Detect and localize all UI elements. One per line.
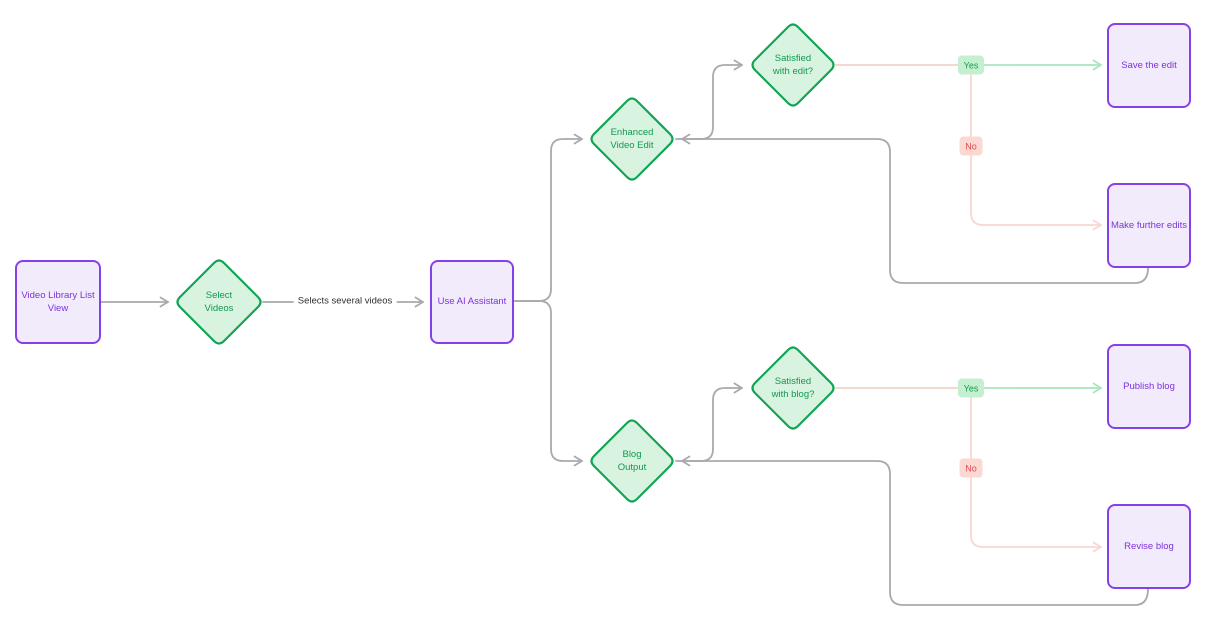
node-make-further-edits-shape [1107,183,1191,268]
node-video-library-shape [15,260,101,344]
edge-assistant-to-blog [513,300,583,467]
node-enhanced-video-edit-shape [590,97,674,181]
edge-no-to-revise [835,387,1102,553]
node-select-videos-shape [176,259,262,345]
badge-no-blog: No [959,458,983,478]
edge-assistant-to-enhanced [513,133,583,302]
badge-no-edit: No [959,136,983,156]
edge-label-selects-several-videos: Selects several videos [293,294,397,308]
node-use-ai-assistant-shape [430,260,514,344]
node-blog-output-shape [590,419,674,503]
node-save-the-edit-shape [1107,23,1191,108]
edge-revise-loop-to-blog [681,455,1149,606]
node-satisfied-with-edit-shape [751,23,835,107]
edge-enhanced-to-satisfied-edit [675,59,743,140]
node-publish-blog-shape [1107,344,1191,429]
edge-blog-to-satisfied-blog [675,382,743,462]
badge-yes-blog: Yes [958,378,984,398]
edge-makeedits-loop-to-enhanced [681,133,1149,284]
node-revise-blog-shape [1107,504,1191,589]
badge-yes-edit: Yes [958,55,984,75]
edge-no-to-makeedits [835,64,1102,231]
node-satisfied-with-blog-shape [751,346,835,430]
